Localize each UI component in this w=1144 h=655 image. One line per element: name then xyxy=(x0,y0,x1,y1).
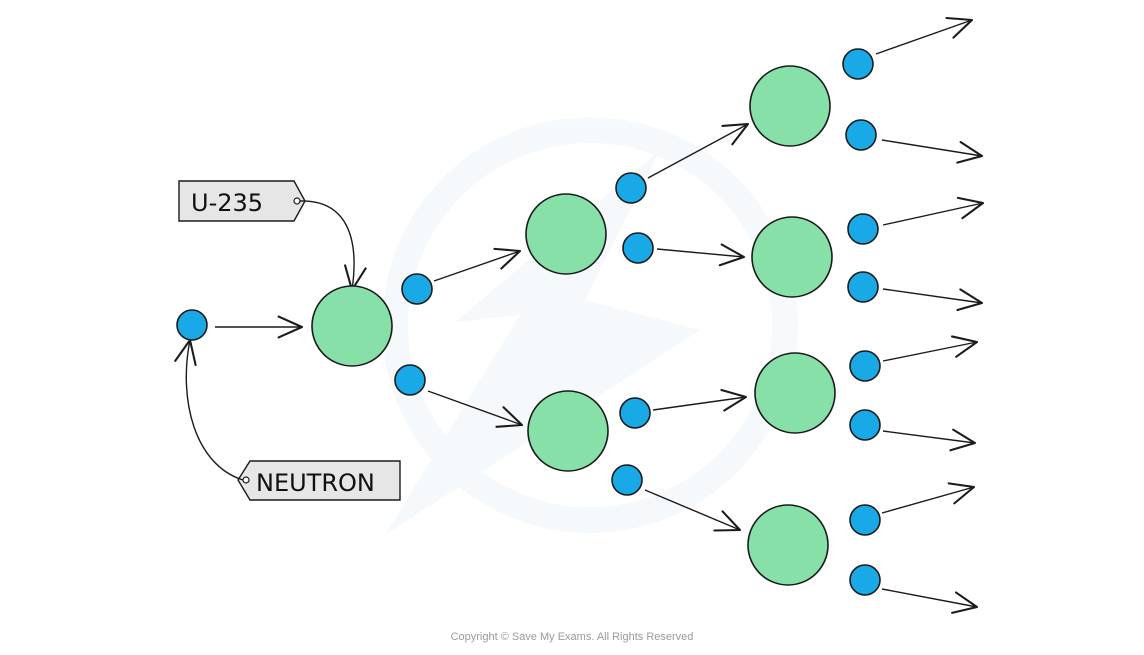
neutron-gen3-1 xyxy=(842,48,874,80)
nucleus-gen2-upper xyxy=(525,193,607,275)
copyright-notice: Copyright © Save My Exams. All Rights Re… xyxy=(450,631,694,643)
lightning-bolt-logo-icon xyxy=(382,117,798,535)
neutron-gen3-4 xyxy=(847,271,879,303)
nucleus-gen2-lower xyxy=(527,390,609,472)
arrow-out-6 xyxy=(882,428,977,452)
neutron-gen3-3 xyxy=(847,213,879,245)
neutron-gen2-d xyxy=(611,464,643,496)
arrow-out-2 xyxy=(881,139,984,164)
arrow-gen2-a xyxy=(647,122,750,179)
arrow-gen1-lower xyxy=(427,390,524,428)
arrow-gen2-c xyxy=(652,388,748,412)
neutron-initial xyxy=(176,309,208,341)
nuclei xyxy=(311,65,836,586)
neutron-label-tag: NEUTRON xyxy=(237,460,401,501)
u235-label: U-235 xyxy=(191,189,263,217)
u235-pointer-arrow xyxy=(299,200,367,292)
nucleus-gen3-b xyxy=(751,216,833,298)
neutron-gen2-b xyxy=(622,232,654,264)
neutron-label: NEUTRON xyxy=(256,469,375,497)
arrow-gen2-b xyxy=(656,243,746,267)
nucleus-initial xyxy=(311,285,393,367)
neutron-pointer-arrow xyxy=(174,338,244,481)
neutron-gen1-upper xyxy=(401,273,433,305)
reaction-arrows xyxy=(215,16,985,614)
arrow-out-1 xyxy=(875,16,974,55)
arrow-out-5 xyxy=(882,335,979,362)
neutron-gen1-lower xyxy=(394,364,426,396)
neutron-gen3-6 xyxy=(849,409,881,441)
nucleus-gen3-c xyxy=(754,352,836,434)
neutron-gen3-8 xyxy=(849,564,881,596)
arrow-out-4 xyxy=(882,288,984,312)
arrow-out-7 xyxy=(881,482,976,514)
neutron-gen3-5 xyxy=(849,350,881,382)
neutron-gen2-c xyxy=(619,397,651,429)
neutrons xyxy=(176,48,881,596)
arrow-out-3 xyxy=(882,196,985,226)
nucleus-gen3-a xyxy=(749,65,831,147)
arrow-gen2-d xyxy=(644,489,742,532)
arrow-gen1-upper xyxy=(433,247,522,282)
neutron-gen3-7 xyxy=(849,504,881,536)
arrow-out-8 xyxy=(881,588,979,614)
nucleus-gen3-d xyxy=(747,504,829,586)
neutron-gen2-a xyxy=(615,172,647,204)
neutron-gen3-2 xyxy=(845,119,877,151)
u235-label-tag: U-235 xyxy=(178,180,306,222)
